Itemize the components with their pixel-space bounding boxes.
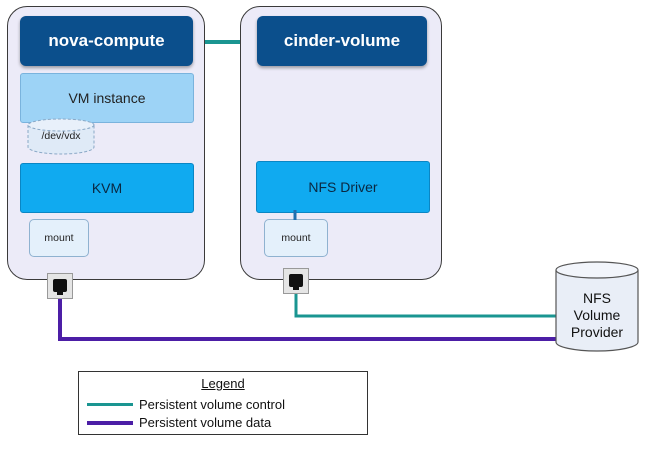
data-link-port-provider — [58, 298, 557, 341]
legend-data-swatch — [87, 420, 133, 425]
cinder-volume-title: cinder-volume — [257, 16, 427, 66]
nfs-volume-provider-label: NFS Volume Provider — [557, 290, 637, 341]
nfs-label-line2: Volume — [573, 307, 621, 323]
nfs-driver: NFS Driver — [256, 161, 430, 213]
legend-control-swatch — [87, 403, 133, 406]
volume-network-port-icon — [283, 268, 309, 294]
nova-compute-title: nova-compute — [20, 16, 193, 66]
compute-network-port-icon — [47, 273, 73, 299]
dev-vdx-disk-icon — [27, 118, 95, 155]
control-link-port-provider — [294, 292, 557, 318]
legend-title: Legend — [201, 376, 245, 391]
legend: Legend Persistent volume control Persist… — [78, 371, 368, 435]
compute-mount: mount — [29, 219, 89, 257]
nfs-label-line3: Provider — [570, 324, 624, 340]
volume-mount: mount — [264, 219, 328, 257]
legend-data-row: Persistent volume data — [87, 415, 271, 430]
nfs-label-line1: NFS — [583, 290, 611, 306]
legend-data-label: Persistent volume data — [139, 415, 272, 430]
vm-instance: VM instance — [20, 73, 194, 123]
legend-control-row: Persistent volume control — [87, 397, 285, 412]
dev-vdx-label: /dev/vdx — [41, 130, 81, 142]
kvm-hypervisor: KVM — [20, 163, 194, 213]
legend-control-label: Persistent volume control — [139, 397, 285, 412]
nfs-volume-provider-icon — [555, 261, 639, 352]
mount-driver-link — [293, 210, 297, 220]
